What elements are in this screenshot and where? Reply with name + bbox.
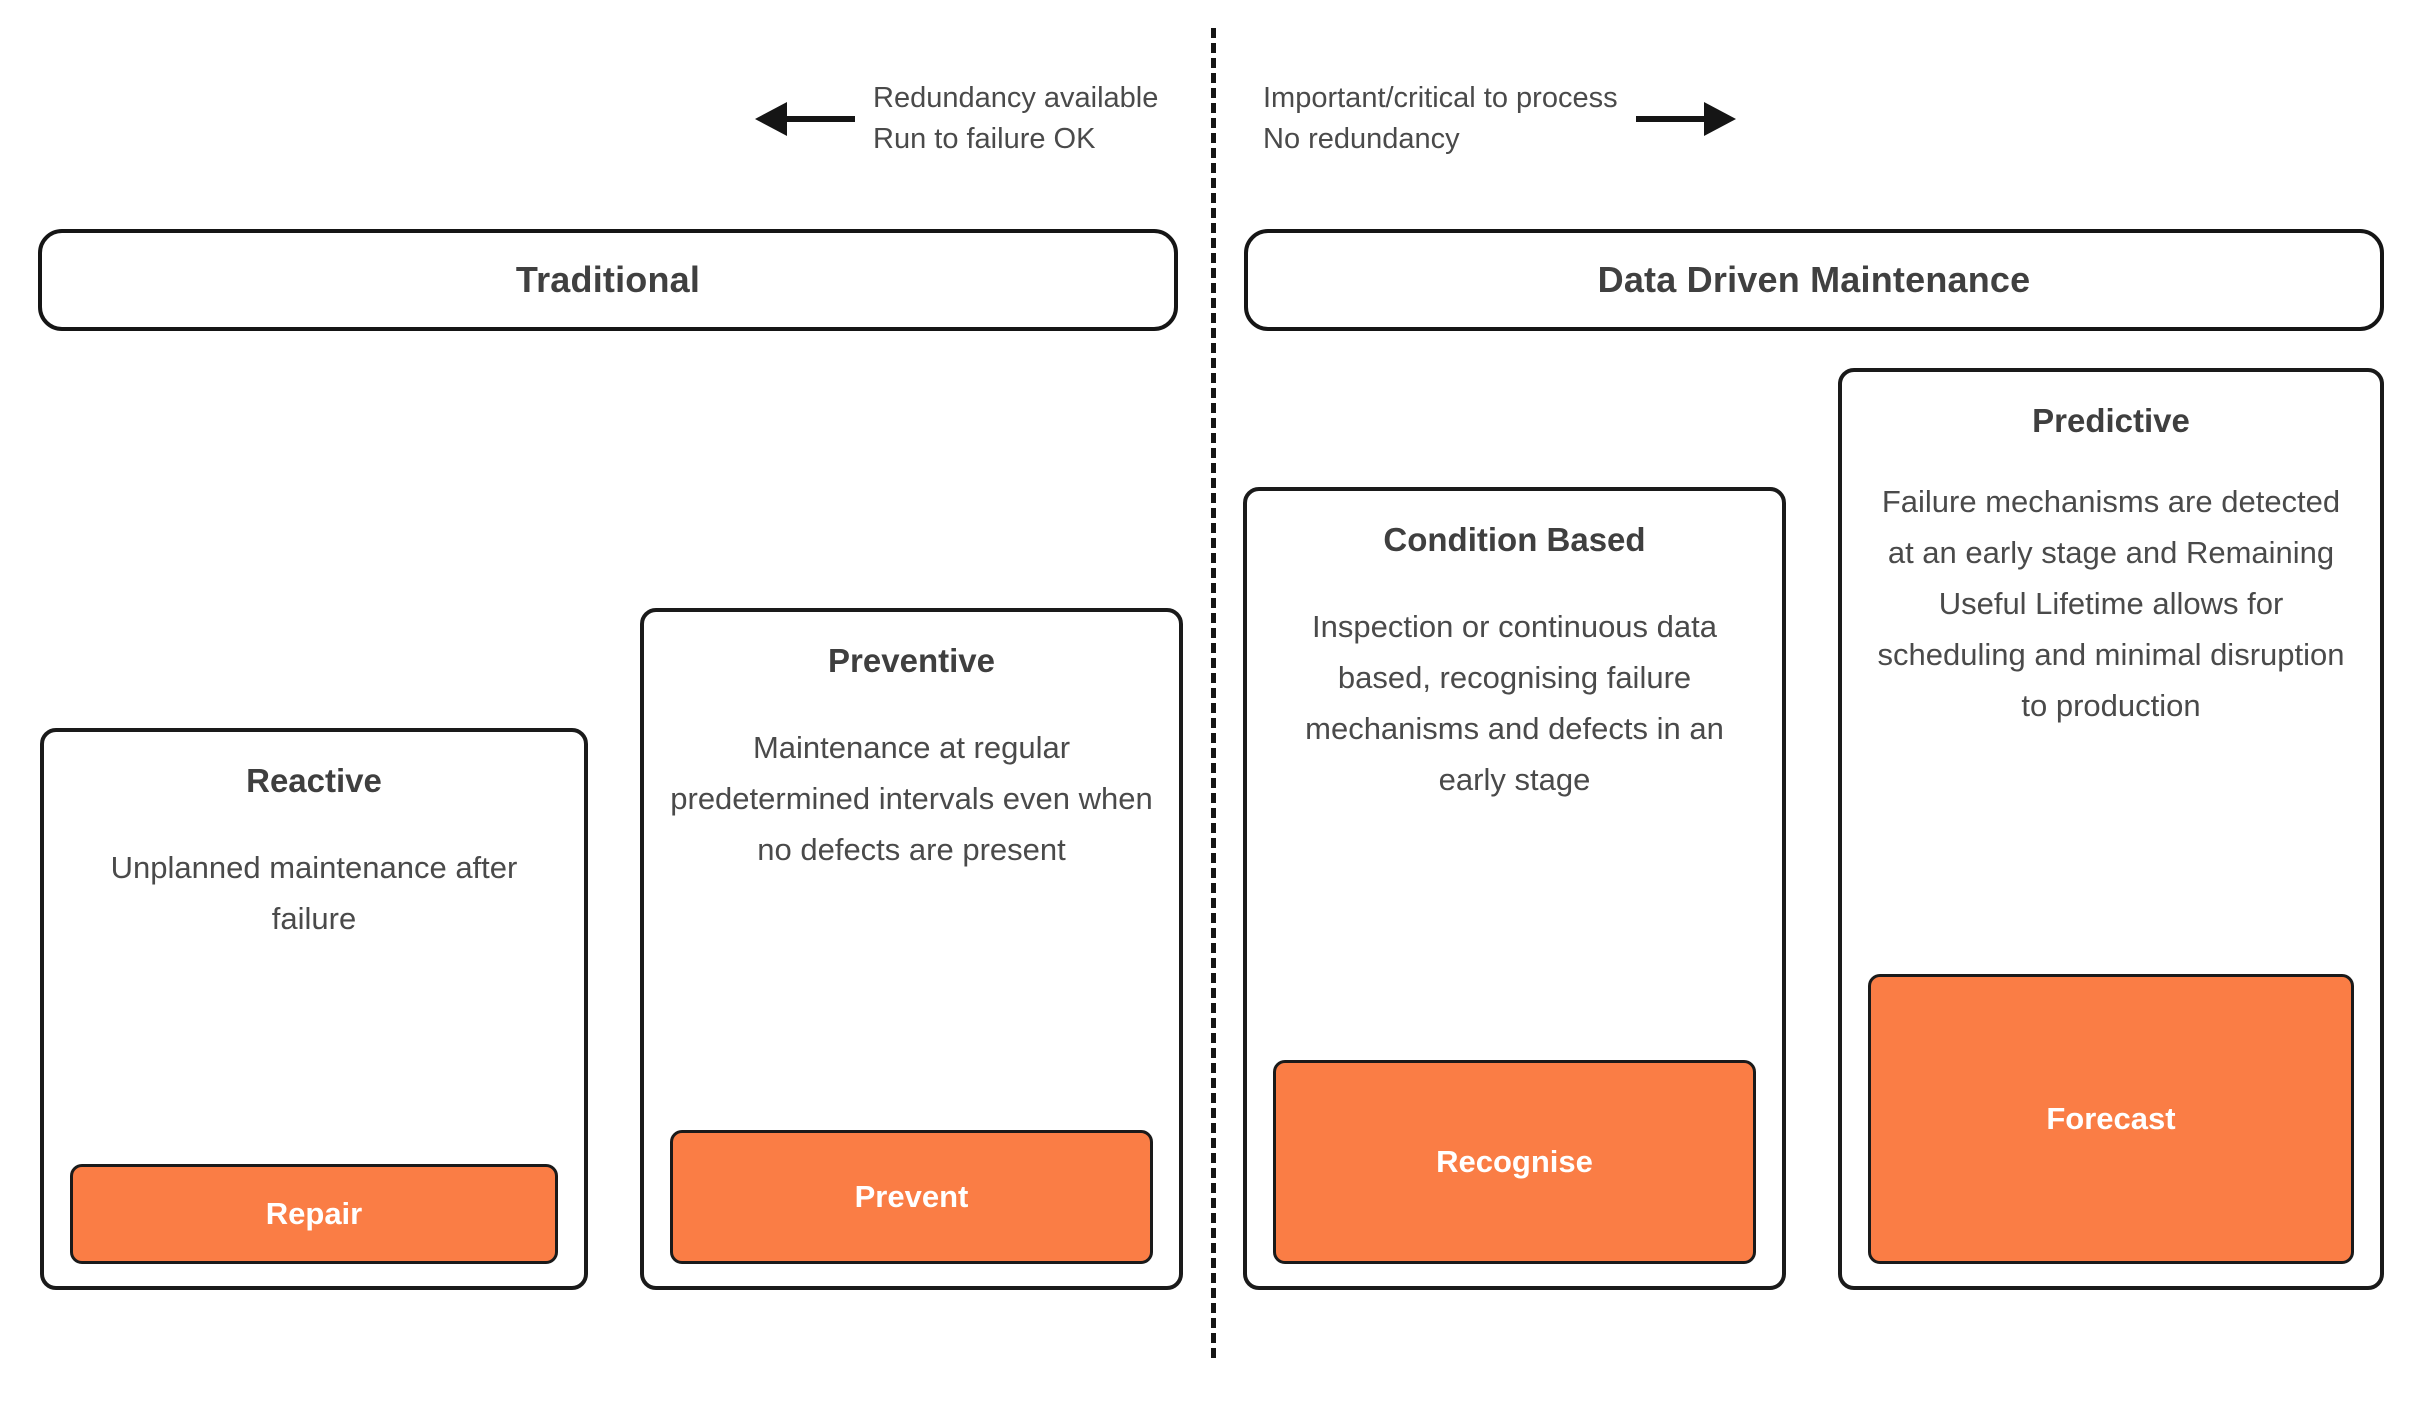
banner-traditional-title: Traditional	[515, 259, 701, 300]
arrow-right-icon	[1635, 99, 1736, 139]
card-reactive-spacer	[70, 944, 558, 1164]
action-chip-forecast[interactable]: Forecast	[1868, 974, 2354, 1264]
legend-left-text: Redundancy available Run to failure OK	[873, 82, 1159, 155]
card-condition-based-spacer	[1273, 805, 1756, 1060]
card-condition-based-title: Condition Based	[1383, 521, 1646, 558]
legend-right: Important/critical to process No redunda…	[1263, 78, 1736, 160]
banner-data-driven-maintenance: Data Driven Maintenance	[1244, 229, 2384, 331]
banner-data-driven-maintenance-title: Data Driven Maintenance	[1597, 259, 2031, 300]
card-reactive: Reactive Unplanned maintenance after fai…	[40, 728, 588, 1290]
card-preventive-title: Preventive	[828, 642, 995, 679]
card-predictive-title: Predictive	[2032, 402, 2190, 439]
card-reactive-description: Unplanned maintenance after failure	[110, 850, 518, 936]
card-predictive: Predictive Failure mechanisms are detect…	[1838, 368, 2384, 1290]
vertical-dashed-divider	[1211, 28, 1216, 1358]
card-predictive-description: Failure mechanisms are detected at an ea…	[1877, 484, 2345, 723]
card-preventive-spacer	[670, 875, 1153, 1130]
card-predictive-spacer	[1868, 731, 2354, 974]
card-preventive: Preventive Maintenance at regular predet…	[640, 608, 1183, 1290]
action-chip-recognise[interactable]: Recognise	[1273, 1060, 1756, 1264]
banner-traditional: Traditional	[38, 229, 1178, 331]
card-reactive-title: Reactive	[246, 762, 382, 799]
action-chip-repair[interactable]: Repair	[70, 1164, 558, 1264]
card-preventive-description: Maintenance at regular predetermined int…	[670, 730, 1153, 867]
card-condition-based-description: Inspection or continuous data based, rec…	[1305, 609, 1724, 797]
arrow-left-icon	[755, 99, 855, 139]
action-chip-prevent[interactable]: Prevent	[670, 1130, 1153, 1264]
legend-right-text: Important/critical to process No redunda…	[1263, 82, 1618, 155]
card-condition-based: Condition Based Inspection or continuous…	[1243, 487, 1786, 1290]
legend-left: Redundancy available Run to failure OK	[755, 78, 1158, 160]
